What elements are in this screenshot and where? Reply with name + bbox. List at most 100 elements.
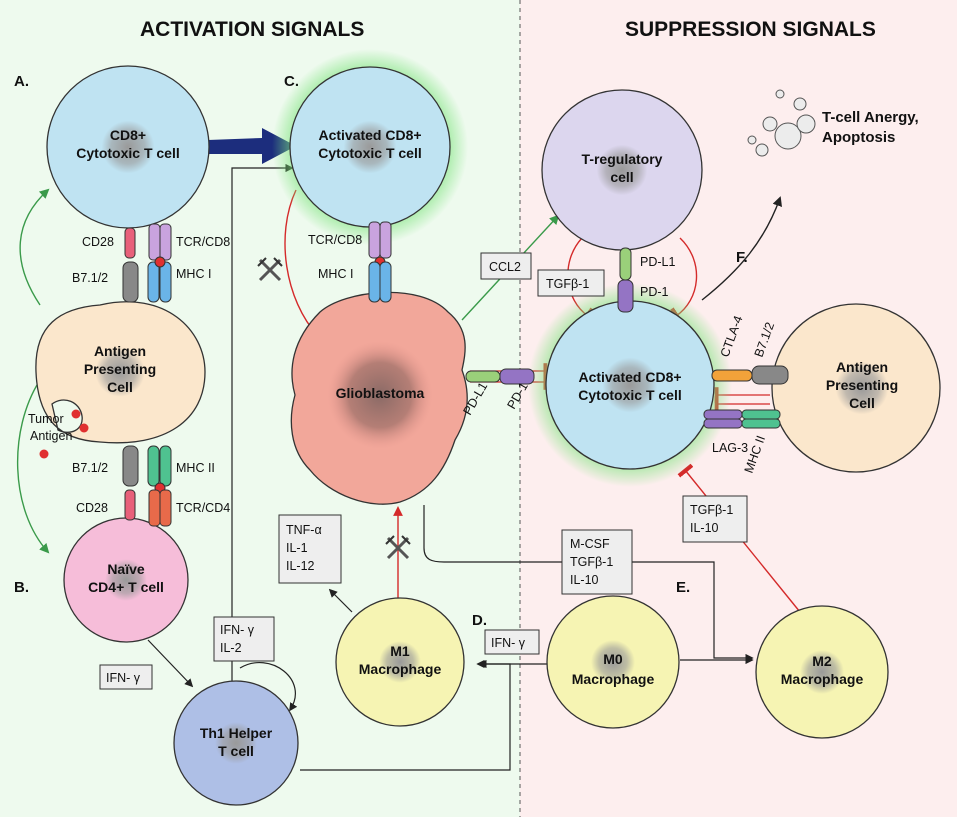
m0-line2: Macrophage [572, 671, 655, 687]
arrow-cd8-to-anergy [701, 196, 782, 301]
t-regulatory-cell: T-regulatory cell [541, 89, 703, 251]
act-cd8-right-line2: Cytotoxic T cell [578, 387, 681, 403]
m2-line2: Macrophage [781, 671, 864, 687]
apc-left-line2: Presenting [84, 361, 156, 377]
arrow-th1-autocrine [239, 662, 298, 712]
label-pd1-treg: PD-1 [640, 285, 669, 299]
box-tnf: TNF-α IL-1 IL-12 [278, 514, 342, 584]
panel-label-d: D. [472, 612, 487, 629]
anergy-line1: T-cell Anergy, [822, 109, 919, 126]
box-ifn-il2-line1: IFN- γ [220, 623, 255, 637]
panel-label-a: A. [14, 73, 29, 90]
crossed-swords-icon [385, 535, 411, 560]
panel-label-b: B. [14, 579, 29, 596]
activated-cd8-t-cell-left: Activated CD8+ Cytotoxic T cell [272, 49, 468, 245]
m1-macrophage: M1 Macrophage [335, 597, 465, 727]
box-ifn-il2-line2: IL-2 [220, 641, 242, 655]
suppression-header: SUPPRESSION SIGNALS [625, 18, 876, 41]
antigen-presenting-cell-left: Antigen Presenting Cell [35, 301, 206, 444]
act-cd8-left-line2: Cytotoxic T cell [318, 145, 421, 161]
anergy-line2: Apoptosis [822, 129, 895, 146]
cd8-name-line1: CD8+ [110, 127, 146, 143]
box-tgfb-il10-line1: TGFβ-1 [690, 503, 733, 517]
panel-label-e: E. [676, 579, 690, 596]
checkpoint-ctla4 [711, 365, 789, 385]
box-mcsf-line1: M-CSF [570, 537, 610, 551]
arrow-m1-to-cytokines [328, 588, 353, 613]
box-ifn-m0-text: IFN- γ [491, 636, 526, 650]
box-tgfb-treg: TGFβ-1 [537, 269, 605, 297]
box-mcsf-line3: IL-10 [570, 573, 599, 587]
synapse-cd8-gbm [368, 221, 392, 303]
box-tgfb-il10: TGFβ-1 IL-10 [682, 495, 748, 543]
panel-label-f: F. [736, 249, 748, 266]
th1-line2: T cell [218, 743, 254, 759]
label-mhc1-top: MHC I [176, 267, 211, 281]
line-th1-to-activated-cd8 [231, 163, 294, 690]
treg-line2: cell [610, 169, 633, 185]
arrow-naive-to-th1 [147, 639, 194, 688]
synapse-top [122, 223, 172, 303]
naive-line2: CD4+ T cell [88, 579, 164, 595]
m1-line1: M1 [390, 643, 410, 659]
box-ifn-th1: IFN- γ [99, 664, 153, 690]
box-ifn-m0: IFN- γ [484, 629, 540, 655]
m1-line2: Macrophage [359, 661, 442, 677]
box-ifn-il2: IFN- γ IL-2 [213, 616, 275, 662]
box-mcsf: M-CSF TGFβ-1 IL-10 [561, 529, 633, 595]
label-tcr-cd8-c: TCR/CD8 [308, 233, 362, 247]
box-mcsf-line2: TGFβ-1 [570, 555, 613, 569]
crossed-swords-icon [257, 257, 283, 282]
label-mhc1-c: MHC I [318, 267, 353, 281]
label-tcr-cd8-top: TCR/CD8 [176, 235, 230, 249]
label-b712-bottom: B7.1/2 [72, 461, 108, 475]
cd8-name-line2: Cytotoxic T cell [76, 145, 179, 161]
activated-cd8-t-cell-right: Activated CD8+ Cytotoxic T cell [528, 283, 732, 487]
label-tcr-cd4: TCR/CD4 [176, 501, 230, 515]
box-tnf-line3: IL-12 [286, 559, 315, 573]
arrow-apc-to-cd8 [19, 188, 50, 306]
box-ccl2-text: CCL2 [489, 260, 521, 274]
tumor-antigen-line2: Antigen [30, 429, 72, 443]
box-tnf-line2: IL-1 [286, 541, 308, 555]
checkpoint-gbm-pd1 [465, 368, 535, 385]
tumor-antigen: Tumor Antigen [28, 409, 89, 459]
box-tnf-line1: TNF-α [286, 523, 322, 537]
glioblastoma-label: Glioblastoma [336, 385, 425, 401]
checkpoint-lag3 [703, 409, 781, 429]
arrow-apc-to-naive [16, 379, 50, 554]
th1-helper-t-cell: Th1 Helper T cell [173, 680, 299, 806]
apc-right-line1: Antigen [836, 359, 888, 375]
apc-right-line2: Presenting [826, 377, 898, 393]
synapse-bottom [122, 445, 172, 527]
label-mhc2-bottom: MHC II [176, 461, 215, 475]
arrow-cd8-kills-gbm [284, 189, 320, 338]
box-tgfb-treg-text: TGFβ-1 [546, 277, 589, 291]
box-ccl2: CCL2 [480, 252, 532, 280]
act-cd8-left-line1: Activated CD8+ [318, 127, 421, 143]
act-cd8-right-line1: Activated CD8+ [578, 369, 681, 385]
label-cd28-top: CD28 [82, 235, 114, 249]
antigen-presenting-cell-right: Antigen Presenting Cell [771, 303, 941, 473]
label-pdl1-treg: PD-L1 [640, 255, 675, 269]
apc-left-line1: Antigen [94, 343, 146, 359]
cd8-cytotoxic-t-cell: CD8+ Cytotoxic T cell [46, 65, 210, 229]
glioblastoma-cell: Glioblastoma [290, 291, 468, 505]
box-ifn-th1-text: IFN- γ [106, 671, 141, 685]
m2-line1: M2 [812, 653, 832, 669]
checkpoint-treg-pd1 [617, 247, 634, 313]
apc-right-line3: Cell [849, 395, 875, 411]
m2-macrophage: M2 Macrophage [755, 605, 889, 739]
th1-line1: Th1 Helper [200, 725, 273, 741]
naive-cd4-t-cell: Naïve CD4+ T cell [63, 517, 189, 643]
label-cd28-bottom: CD28 [76, 501, 108, 515]
apc-left-line3: Cell [107, 379, 133, 395]
m0-macrophage: M0 Macrophage [546, 595, 680, 729]
apoptosis-bubbles-icon [747, 89, 816, 157]
naive-line1: Naïve [107, 561, 145, 577]
label-b712-top: B7.1/2 [72, 271, 108, 285]
m0-line1: M0 [603, 651, 623, 667]
label-lag3: LAG-3 [712, 441, 748, 455]
treg-line1: T-regulatory [582, 151, 663, 167]
